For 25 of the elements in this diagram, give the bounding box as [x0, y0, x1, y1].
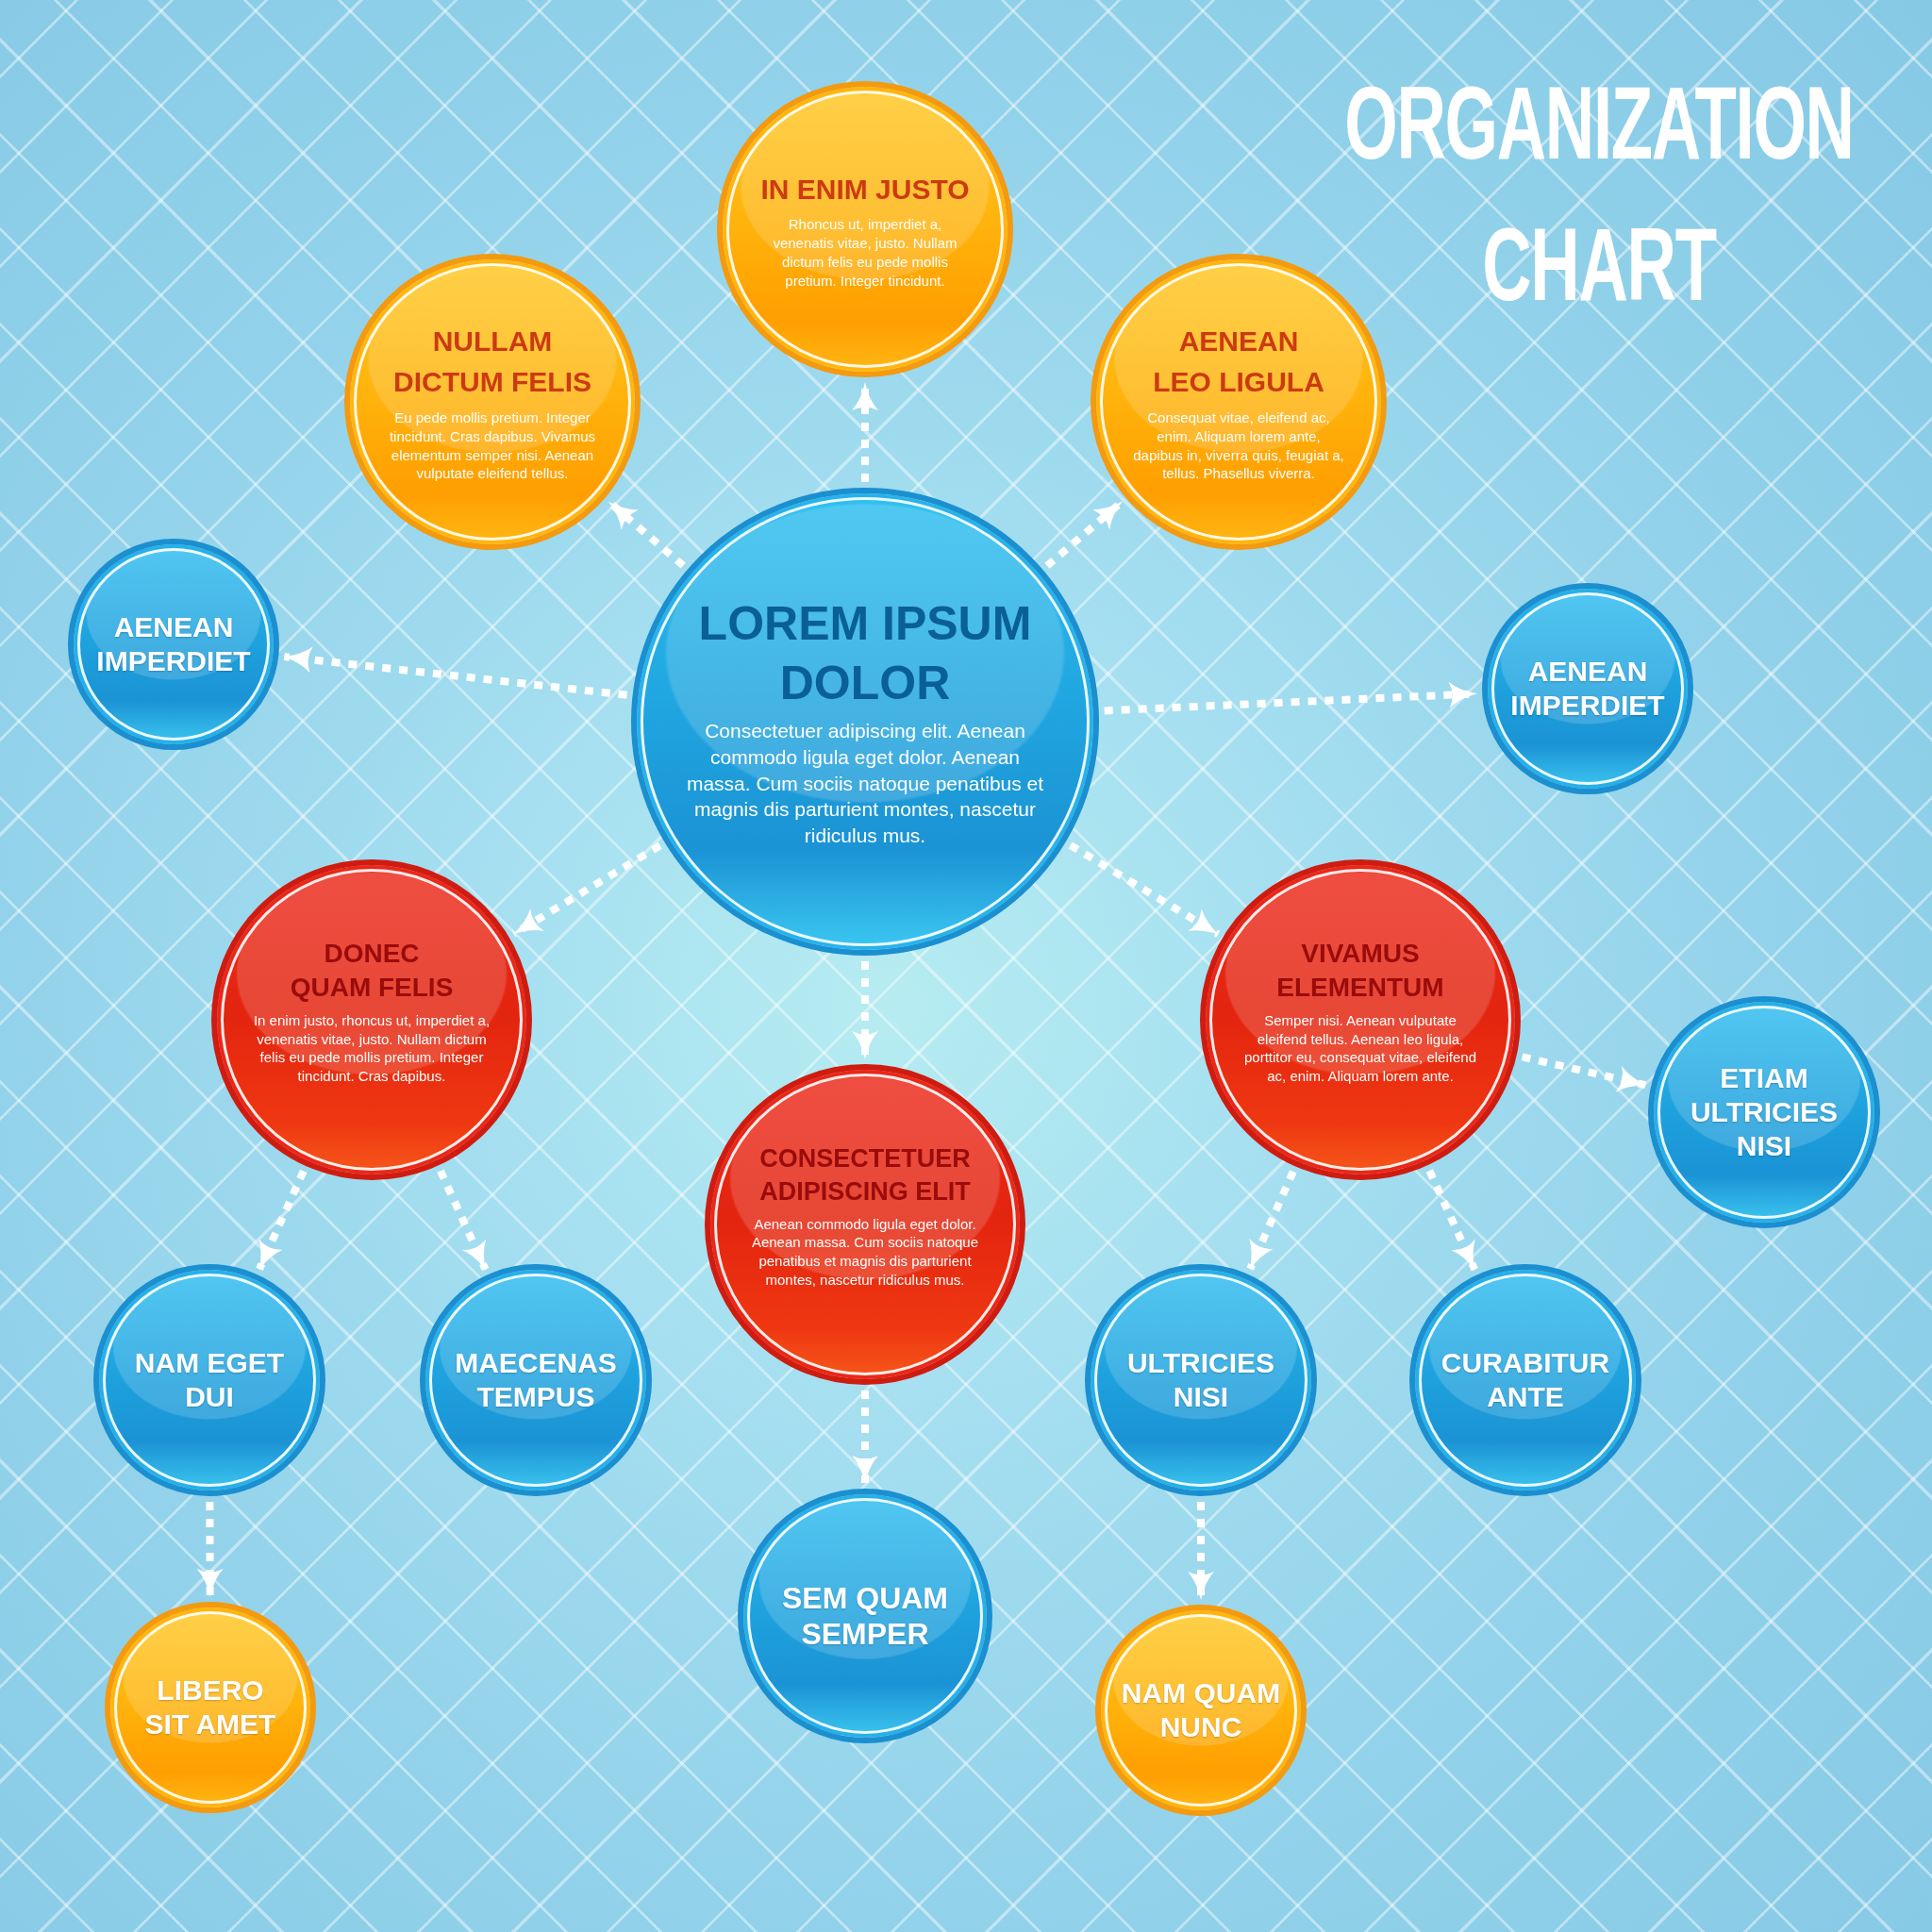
node-title: NAM QUAM NUNC: [1120, 1676, 1282, 1744]
node-description: In enim justo, rhoncus ut, imperdiet a, venenatis vitae, justo. Nullam dictum felis eu pede mollis pretium. Integer tincidunt. Cras dapibus.: [252, 1010, 491, 1086]
node-title: CURABITUR ANTE: [1440, 1346, 1611, 1414]
node-description: Aenean commodo ligula eget dolor. Aenean massa. Cum sociis natoque penatibus et magnis dis parturient montes, nascetur ridiculus mus.: [750, 1214, 980, 1290]
node-title: AENEAN IMPERDIET: [1509, 655, 1666, 723]
node-title: ULTRICIES NISI: [1125, 1346, 1276, 1414]
node-title: CONSECTETUER ADIPISCING ELIT: [758, 1143, 972, 1208]
node-title: NAM EGET DUI: [133, 1346, 286, 1414]
node-description: Consectetuer adipiscing elit. Aenean commodo ligula eget dolor. Aenean massa. Cum sociis natoque penatibus et magnis dis parturient montes, nascetur ridiculus mus.: [686, 719, 1044, 849]
node-description: Consequat vitae, eleifend ac, enim. Aliquam lorem ante, dapibus in, viverra quis, feugiat a, tellus. Phasellus viverra.: [1132, 408, 1345, 484]
chart-title: ORGANIZATION CHART: [1343, 63, 1855, 324]
node-title: NULLAM DICTUM FELIS: [392, 324, 592, 400]
node-description: Eu pede mollis pretium. Integer tincidunt. Cras dapibus. Vivamus elementum semper nisi. Aenean vulputate eleifend tellus.: [388, 408, 597, 484]
node-title: VIVAMUS ELEMENTUM: [1275, 938, 1445, 1005]
node-title: LOREM IPSUM DOLOR: [697, 596, 1033, 711]
node-title: LIBERO SIT AMET: [143, 1674, 277, 1741]
node-description: Rhoncus ut, imperdiet a, venenatis vitae, justo. Nullam dictum felis eu pede mollis pretium. Integer tincidunt.: [772, 215, 958, 291]
node-title: DONEC QUAM FELIS: [289, 938, 455, 1005]
node-title: IN ENIM JUSTO: [759, 172, 971, 207]
node-title: AENEAN LEO LIGULA: [1152, 324, 1325, 400]
node-title: MAECENAS TEMPUS: [454, 1346, 618, 1414]
node-title: ETIAM ULTRICIES NISI: [1689, 1061, 1840, 1163]
node-title: SEM QUAM SEMPER: [781, 1579, 949, 1653]
node-description: Semper nisi. Aenean vulputate eleifend tellus. Aenean leo ligula, porttitor eu, consequat vitae, eleifend ac, enim. Aliquam lorem ante.: [1243, 1010, 1477, 1086]
node-title: AENEAN IMPERDIET: [95, 610, 252, 678]
